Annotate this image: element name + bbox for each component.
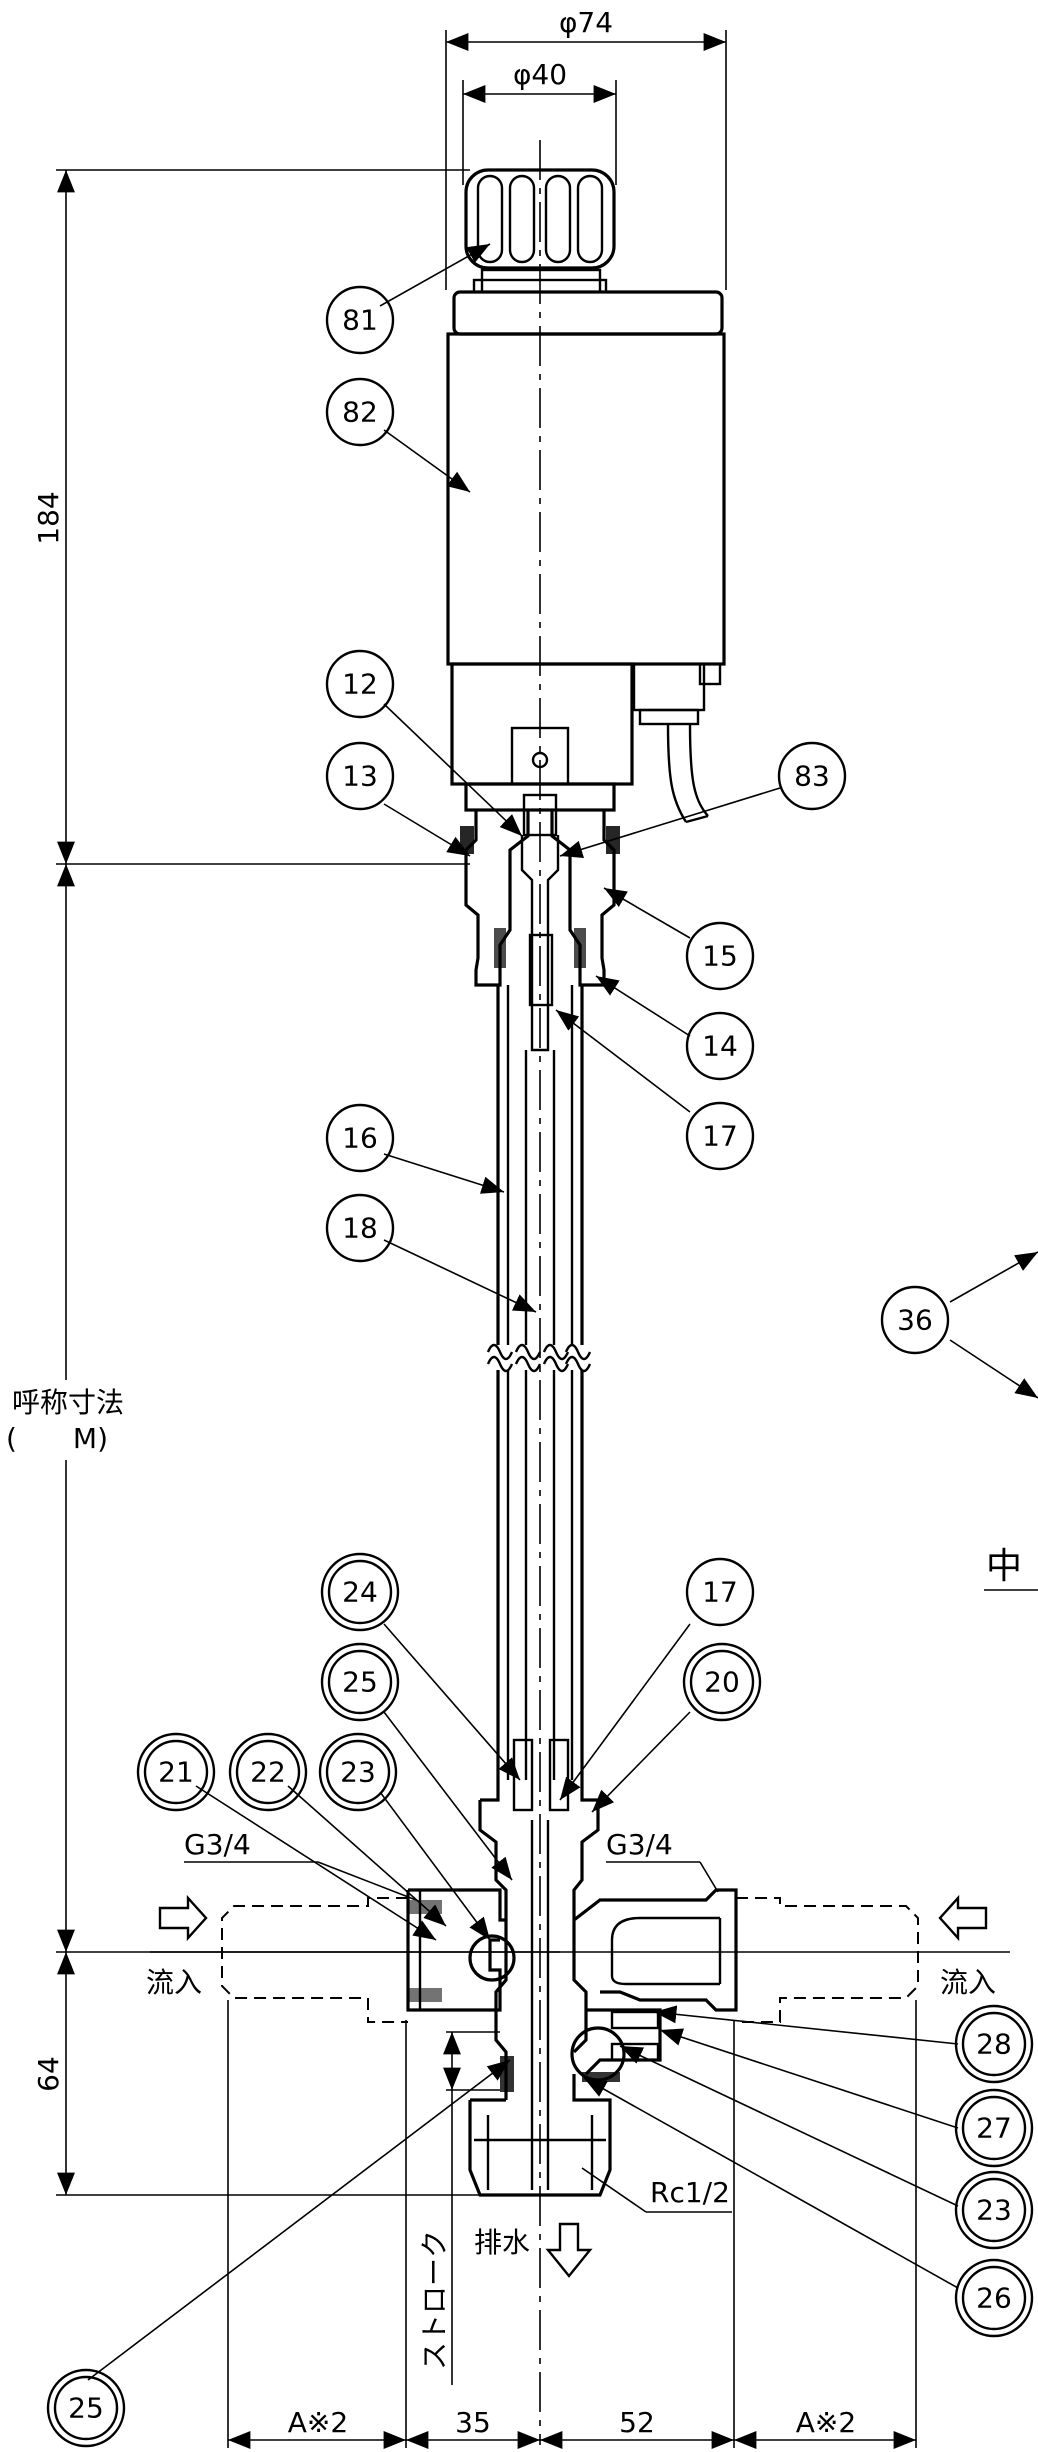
- balloon-15: 15: [685, 921, 755, 991]
- balloon-20: 20: [682, 1642, 762, 1722]
- balloon-27: 27: [954, 2088, 1034, 2168]
- thread-g34-left: G3/4: [184, 1828, 251, 1861]
- part-14: 14: [702, 1030, 738, 1063]
- balloon-12: 12: [325, 649, 395, 719]
- part-16: 16: [342, 1122, 378, 1155]
- partial-view-right: 中: [949, 1251, 1038, 1591]
- balloon-17-upper: 17: [685, 1101, 755, 1171]
- balloon-21: 21: [136, 1732, 216, 1812]
- inlet-left-arrow-icon: [158, 1894, 208, 1942]
- balloon-83: 83: [777, 741, 847, 811]
- part-22: 22: [250, 1756, 286, 1789]
- balloon-81: 81: [325, 285, 395, 355]
- inlet-left-label: 流入: [146, 1966, 202, 1999]
- balloon-18: 18: [325, 1193, 395, 1263]
- part-13: 13: [342, 760, 378, 793]
- balloon-28: 28: [954, 2004, 1034, 2084]
- balloon-23-lower: 23: [954, 2170, 1034, 2250]
- thread-rc12: Rc1/2: [650, 2176, 730, 2209]
- balloon-82: 82: [325, 377, 395, 447]
- part-18: 18: [342, 1212, 378, 1245]
- thread-g34-right: G3/4: [606, 1828, 673, 1861]
- balloon-22: 22: [228, 1732, 308, 1812]
- dim-a-right: A※2: [796, 2406, 856, 2439]
- balloon-25-upper: 25: [320, 1642, 400, 1722]
- phi74-text: φ74: [559, 6, 613, 39]
- leader-lines: [87, 243, 959, 2381]
- phi40-text: φ40: [513, 58, 567, 91]
- part-20: 20: [704, 1666, 740, 1699]
- part-25-lower: 25: [68, 2392, 104, 2425]
- balloon-24: 24: [320, 1552, 400, 1632]
- inlet-right-arrow-icon: [938, 1894, 988, 1942]
- stroke-dimension: ストローク: [418, 2031, 500, 2385]
- part-23-upper: 23: [340, 1756, 376, 1789]
- dim-52: 52: [619, 2406, 655, 2439]
- drain-label: 排水: [474, 2226, 530, 2259]
- partial-text: 中: [986, 1546, 1022, 1587]
- stroke-label: ストローク: [418, 2230, 451, 2370]
- inlet-right-label: 流入: [940, 1966, 996, 1999]
- part-21: 21: [158, 1756, 194, 1789]
- nominal-size-unit: ( M): [6, 1422, 108, 1455]
- balloon-17-lower: 17: [685, 1557, 755, 1627]
- dim-35: 35: [455, 2406, 491, 2439]
- part-83: 83: [794, 760, 830, 793]
- d184-text: 184: [32, 491, 65, 544]
- balloon-13: 13: [325, 741, 395, 811]
- part-24: 24: [342, 1576, 378, 1609]
- part-17-upper: 17: [702, 1120, 738, 1153]
- dimension-phi74: φ74: [445, 6, 727, 290]
- inlet-left: 流入: [146, 1894, 208, 1999]
- balloon-25-lower: 25: [46, 2368, 126, 2448]
- balloon-16: 16: [325, 1103, 395, 1173]
- bottom-dimensions: A※2 35 52 A※2: [227, 2000, 917, 2449]
- drain: 排水: [474, 2222, 593, 2278]
- part-26: 26: [976, 2282, 1012, 2315]
- part-17-lower: 17: [702, 1576, 738, 1609]
- part-27: 27: [976, 2112, 1012, 2145]
- dimension-64: 64: [32, 1951, 560, 2196]
- balloon-14: 14: [685, 1011, 755, 1081]
- dimension-phi40: φ40: [462, 58, 617, 185]
- inlet-right: 流入: [938, 1894, 996, 1999]
- inlet-pipes-dashed: [150, 1897, 1010, 2023]
- dimension-nominal: 呼称寸法 ( M): [0, 864, 140, 1952]
- part-23-lower: 23: [976, 2194, 1012, 2227]
- balloon-26: 26: [954, 2258, 1034, 2338]
- d64-text: 64: [32, 2056, 65, 2092]
- part-12: 12: [342, 668, 378, 701]
- balloon-36: 36: [880, 1285, 950, 1355]
- part-25-upper: 25: [342, 1666, 378, 1699]
- dim-a-left: A※2: [288, 2406, 348, 2439]
- dimension-184: 184: [32, 169, 470, 865]
- part-82: 82: [342, 396, 378, 429]
- part-28: 28: [976, 2028, 1012, 2061]
- part-15: 15: [702, 940, 738, 973]
- balloon-23-upper: 23: [318, 1732, 398, 1812]
- pipe-assembly: [486, 985, 592, 1780]
- drain-arrow-icon: [545, 2222, 593, 2278]
- part-36: 36: [897, 1304, 933, 1337]
- part-81: 81: [342, 304, 378, 337]
- nominal-size-label: 呼称寸法: [12, 1386, 124, 1419]
- actuator-body: [446, 290, 726, 824]
